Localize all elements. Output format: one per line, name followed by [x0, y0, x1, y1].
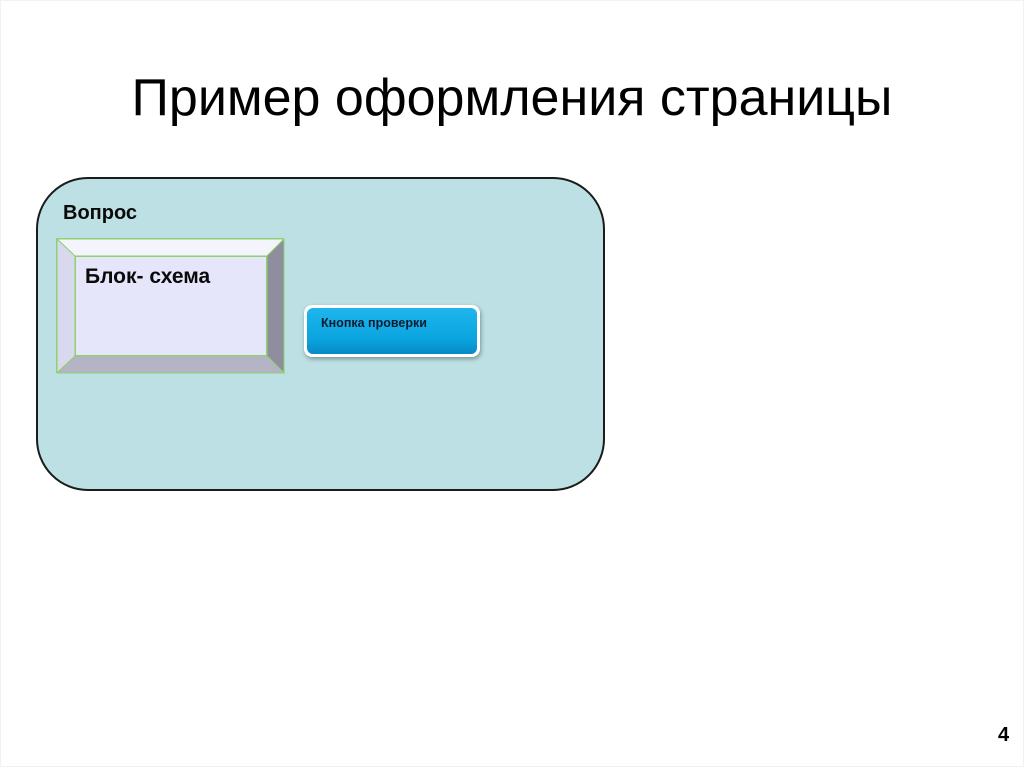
check-button[interactable]: Кнопка проверки — [304, 305, 480, 357]
question-label: Вопрос — [63, 202, 138, 224]
bevel-frame-icon — [57, 239, 285, 374]
slide-title: Пример оформления страницы — [131, 69, 893, 127]
check-button-face: Кнопка проверки — [307, 308, 477, 354]
flowchart-block[interactable] — [56, 238, 285, 374]
flowchart-block-label: Блок- схема — [85, 265, 211, 288]
page-number: 4 — [998, 724, 1010, 746]
flowchart-block-face — [75, 256, 267, 356]
check-button-label: Кнопка проверки — [321, 316, 427, 330]
